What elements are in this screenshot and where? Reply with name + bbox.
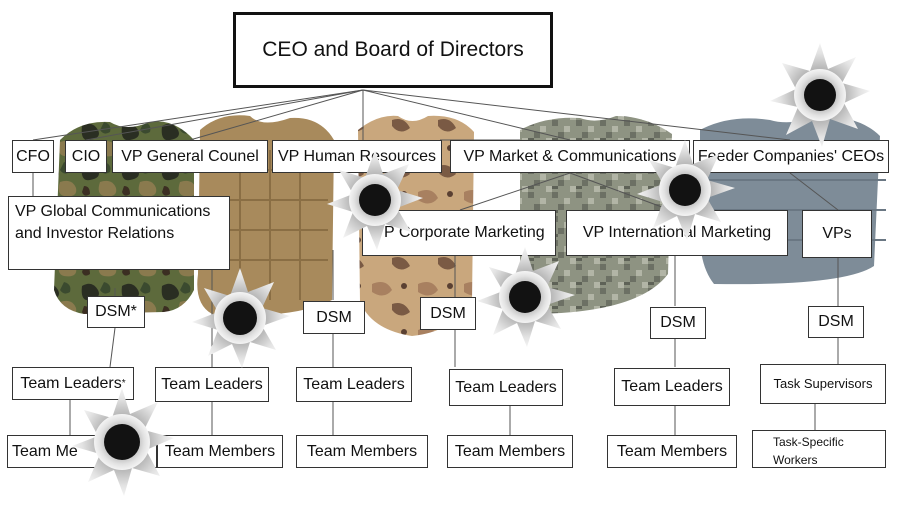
bullet-hole-icon xyxy=(72,388,174,496)
vps-box: VPs xyxy=(802,210,872,258)
team-leaders-box-3: Team Leaders xyxy=(296,367,412,402)
bullet-hole-icon xyxy=(477,247,575,347)
vp-global-communications-box: VP Global Communications and Investor Re… xyxy=(8,196,230,270)
bullet-hole-icon xyxy=(327,150,423,250)
team-leaders-box-4: Team Leaders xyxy=(449,369,563,406)
vp-market-communications-box: VP Market & Communications xyxy=(450,140,690,173)
team-members-box-5: Team Members xyxy=(607,435,737,468)
feeder-companies-ceos-box: Feeder Companies' CEOs xyxy=(693,140,889,173)
team-members-partial-label: Team Me xyxy=(12,442,78,460)
dsm-star-box: DSM* xyxy=(87,296,145,328)
dsm-box-international: DSM xyxy=(650,307,706,339)
bullet-hole-icon xyxy=(192,268,290,368)
team-members-box-4: Team Members xyxy=(447,435,573,468)
task-specific-workers-box: Task-Specific Workers xyxy=(752,430,886,468)
cio-box: CIO xyxy=(65,140,107,173)
team-leaders-box-2: Team Leaders xyxy=(155,367,269,402)
team-members-box-2: Team Members xyxy=(157,435,283,468)
team-leaders-label: Team Leaders xyxy=(20,374,122,392)
vp-international-marketing-box: VP International Marketing xyxy=(566,210,788,256)
ceo-box: CEO and Board of Directors xyxy=(233,12,553,88)
task-supervisors-box: Task Supervisors xyxy=(760,364,886,404)
bullet-hole-icon xyxy=(637,140,735,240)
team-members-box-3: Team Members xyxy=(296,435,428,468)
bullet-hole-icon xyxy=(770,43,870,147)
team-leaders-box-5: Team Leaders xyxy=(614,368,730,406)
vp-human-resources-box: VP Human Resources xyxy=(272,140,442,173)
dsm-box-vps: DSM xyxy=(808,306,864,338)
dsm-box-corporate: DSM xyxy=(420,297,476,330)
team-leaders-box-1: Team Leaders* xyxy=(12,367,134,400)
cfo-box: CFO xyxy=(12,140,54,173)
dsm-box-hr: DSM xyxy=(303,301,365,334)
vp-general-counsel-box: VP General Counel xyxy=(112,140,268,173)
